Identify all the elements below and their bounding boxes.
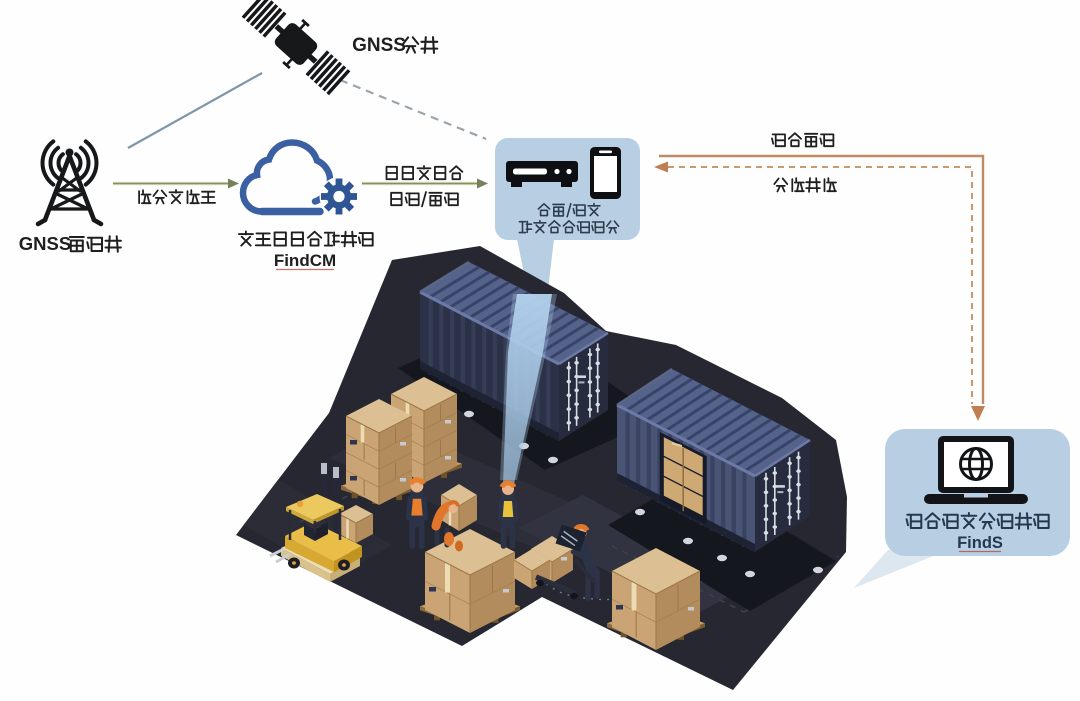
svg-text:GNSS: GNSS	[352, 35, 406, 56]
svg-text:FindS: FindS	[957, 534, 1003, 552]
svg-text:FindCM: FindCM	[274, 251, 336, 270]
svg-text:GNSS: GNSS	[19, 233, 71, 254]
